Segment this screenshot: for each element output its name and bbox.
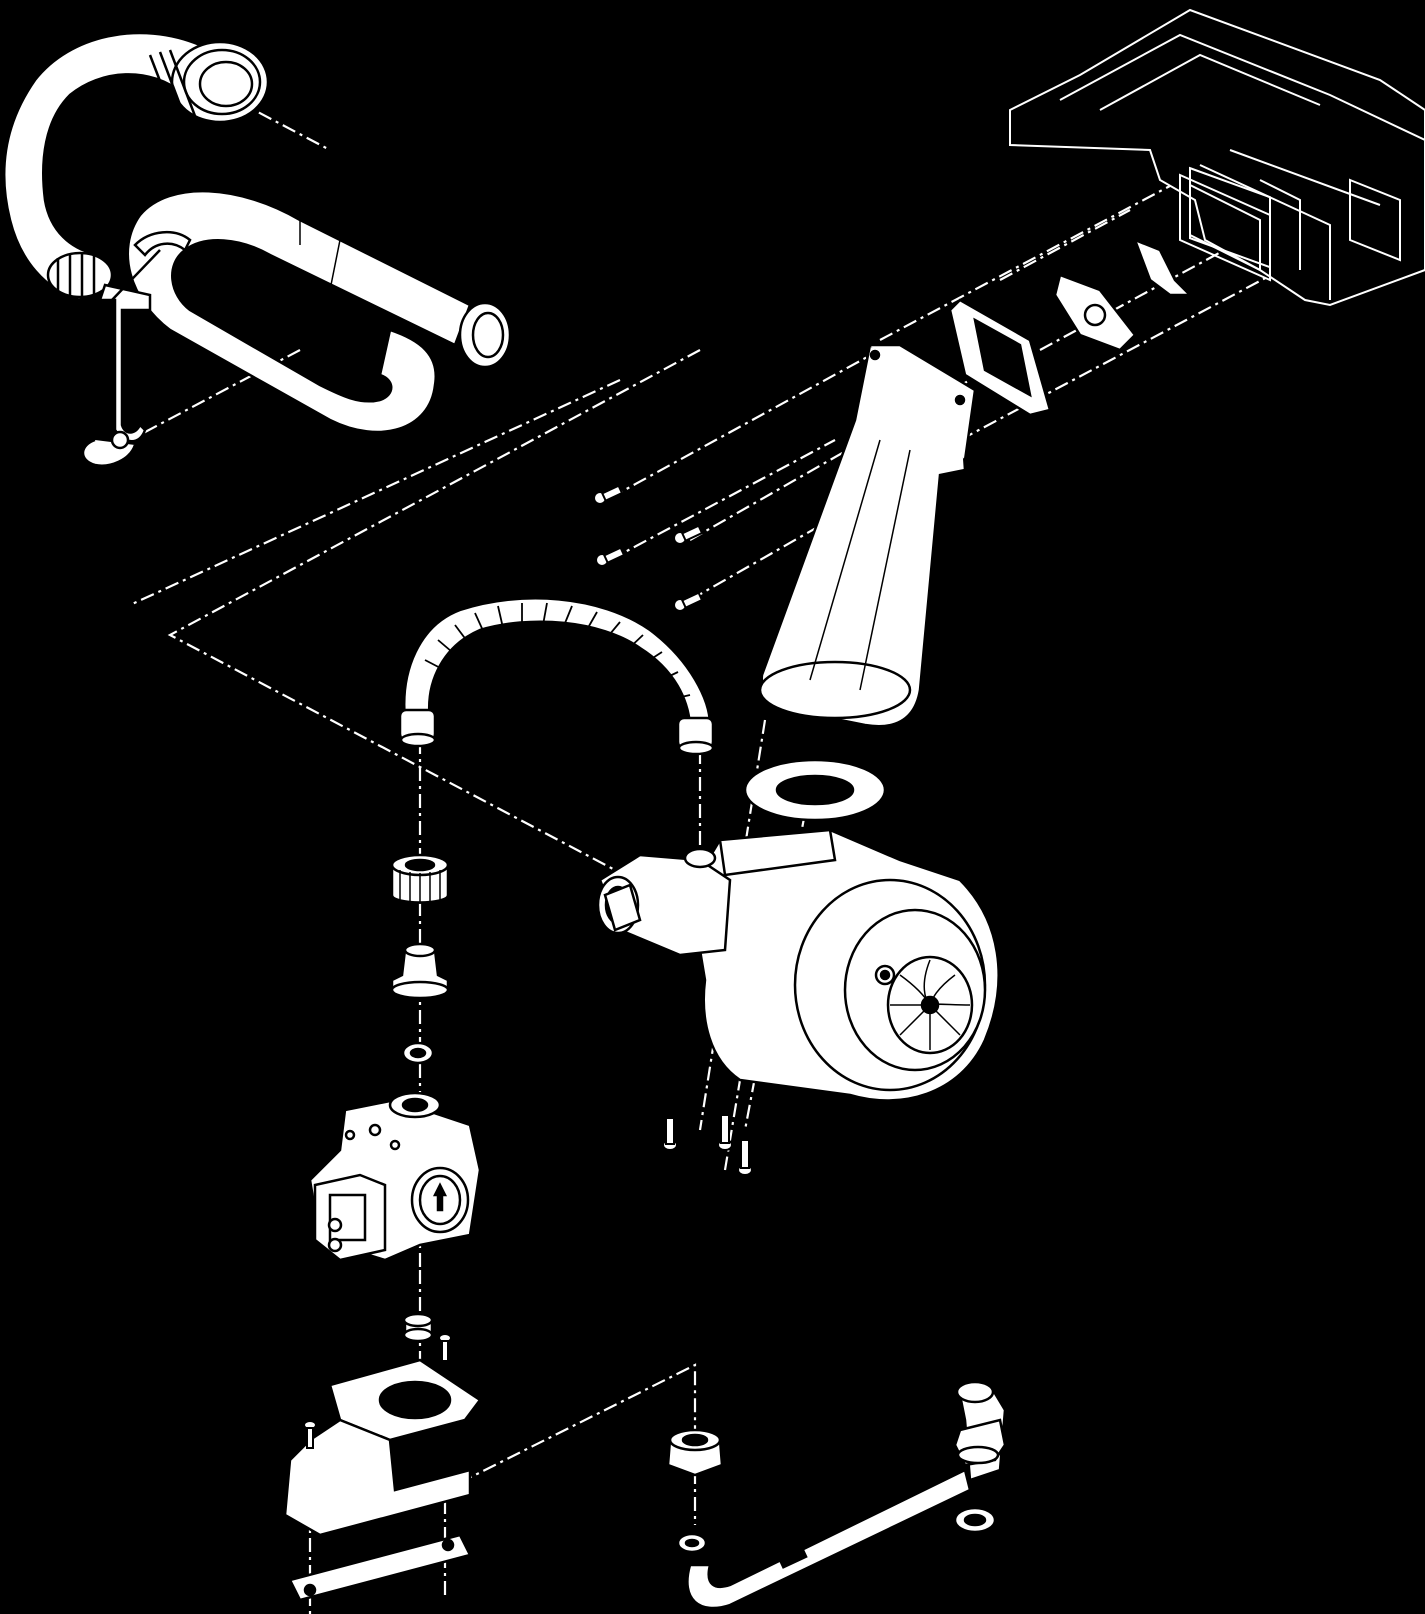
screw-bracket-1: [304, 1421, 316, 1448]
screw-bracket-2: [439, 1334, 451, 1361]
valve-bracket-foot: [290, 1535, 470, 1600]
fan-inlet-tee: [598, 849, 730, 955]
fan-gasket: [745, 760, 885, 820]
fan-inlet-tee-body: [600, 855, 730, 955]
valve-mounting-bracket: [285, 1360, 480, 1600]
flange-gasket: [950, 300, 1050, 415]
assembly-line-flange-2: [959, 264, 1291, 441]
gas-nut-upper: [392, 855, 448, 904]
assembly-line-screw-2: [609, 439, 836, 561]
fan-outlet-tube: [760, 345, 975, 726]
heat-exchanger-housing: [1010, 10, 1425, 305]
valve-bracket-body: [285, 1420, 470, 1535]
lower-gas-pipe-washer: [955, 1508, 995, 1532]
gas-hose-body: [404, 598, 710, 725]
non-return-valve-plate: [1055, 275, 1135, 350]
screw-fan-1: [594, 486, 622, 504]
air-intake-hose-body: [4, 33, 200, 300]
assembly-line-flange-3: [999, 209, 1131, 281]
duct-hanger-clip: [83, 232, 190, 465]
screw-fan-3: [674, 526, 702, 544]
lower-gas-pipe-body: [687, 1470, 970, 1608]
gas-pipe-washer: [678, 1534, 706, 1552]
assembly-line-lower-pipe: [434, 1363, 697, 1496]
assembly-line-main: [167, 349, 701, 871]
assembly-line-secondary: [129, 379, 621, 606]
air-duct-body: [128, 191, 470, 432]
gas-washer-lower: [404, 1314, 432, 1341]
screw-fan-2: [596, 548, 624, 566]
screws: [304, 486, 752, 1448]
assembly-line-hose-axis: [234, 99, 331, 151]
lower-gas-pipe: [687, 1382, 1005, 1608]
gas-valve: [310, 1093, 480, 1260]
gas-pipe-nut: [668, 1430, 722, 1475]
assembly-line-flange-1: [879, 169, 1201, 341]
screw-fan-bottom-2: [718, 1115, 732, 1150]
gas-adapter: [392, 944, 448, 998]
screw-fan-bottom-3: [738, 1140, 752, 1175]
gas-washer-upper: [403, 1043, 433, 1063]
duct-hanger-body: [100, 285, 150, 441]
air-duct: [128, 191, 510, 432]
heat-exchanger-outline: [1010, 10, 1425, 305]
air-intake-hose: [4, 33, 268, 300]
screw-fan-4: [674, 593, 702, 611]
air-intake-coupler-bottom: [48, 253, 112, 297]
assembly-line-tube-2: [743, 759, 817, 1131]
valve-flap: [1135, 240, 1190, 295]
fan-blower: [690, 830, 999, 1100]
gas-hose-ribs: [425, 603, 690, 700]
valve-flap-shape: [1135, 240, 1190, 295]
assembly-line-tube-1: [698, 719, 767, 1131]
screw-fan-bottom-1: [663, 1118, 677, 1150]
gas-hose: [400, 598, 713, 754]
assembly-line-screw-1: [609, 349, 881, 499]
air-intake-coupler-top: [150, 42, 268, 122]
